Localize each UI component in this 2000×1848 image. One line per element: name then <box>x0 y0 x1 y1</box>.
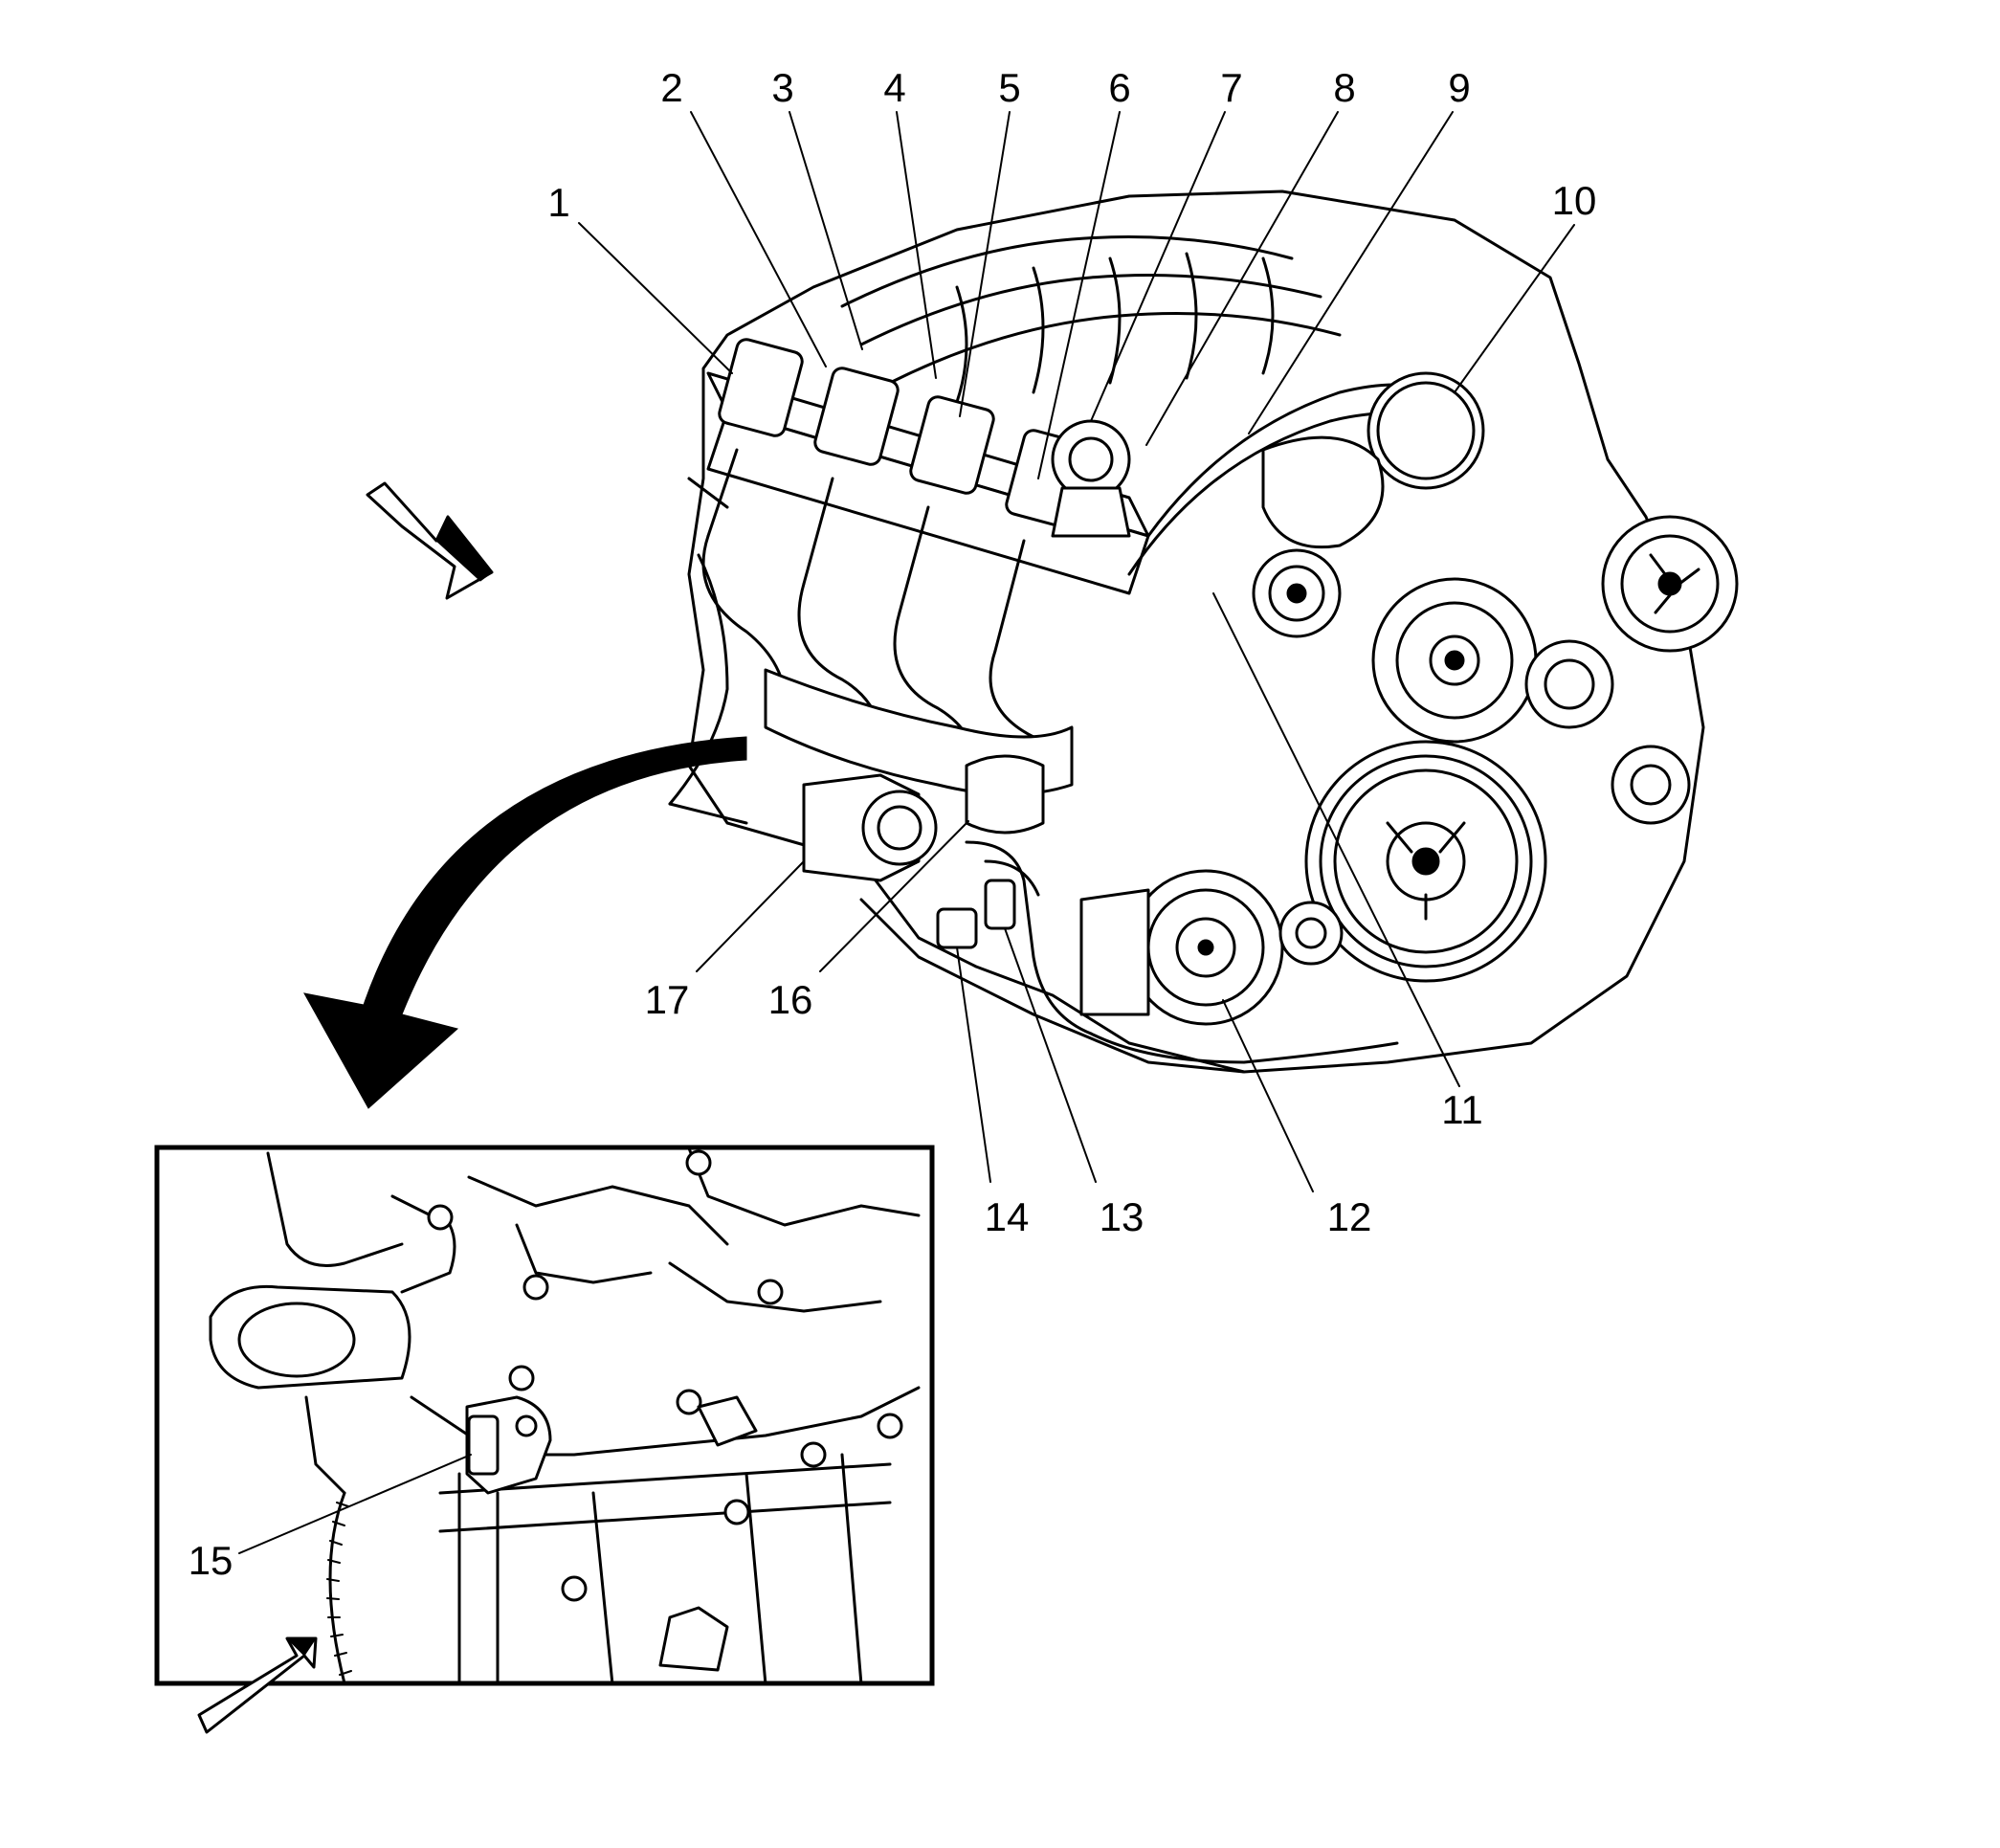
zoom-arrow <box>303 736 747 1109</box>
callout-10: 10 <box>1551 178 1597 223</box>
inset-detail-view <box>154 1145 935 1734</box>
callout-17: 17 <box>644 977 690 1022</box>
callout-8: 8 <box>1333 65 1356 110</box>
leader-lines <box>578 111 1575 1192</box>
callout-1: 1 <box>547 180 570 225</box>
callout-13: 13 <box>1099 1194 1144 1239</box>
callout-11: 11 <box>1441 1087 1483 1132</box>
callout-15: 15 <box>188 1538 233 1583</box>
engine-block <box>668 189 1739 1074</box>
view-direction-arrow-top <box>366 481 494 600</box>
callout-6: 6 <box>1108 65 1131 110</box>
callout-9: 9 <box>1448 65 1471 110</box>
callout-7: 7 <box>1220 65 1243 110</box>
callout-3: 3 <box>771 65 794 110</box>
callout-14: 14 <box>984 1194 1030 1239</box>
callout-2: 2 <box>660 65 683 110</box>
callout-12: 12 <box>1326 1194 1372 1239</box>
callout-4: 4 <box>883 65 906 110</box>
callout-16: 16 <box>767 977 813 1022</box>
callout-5: 5 <box>998 65 1021 110</box>
